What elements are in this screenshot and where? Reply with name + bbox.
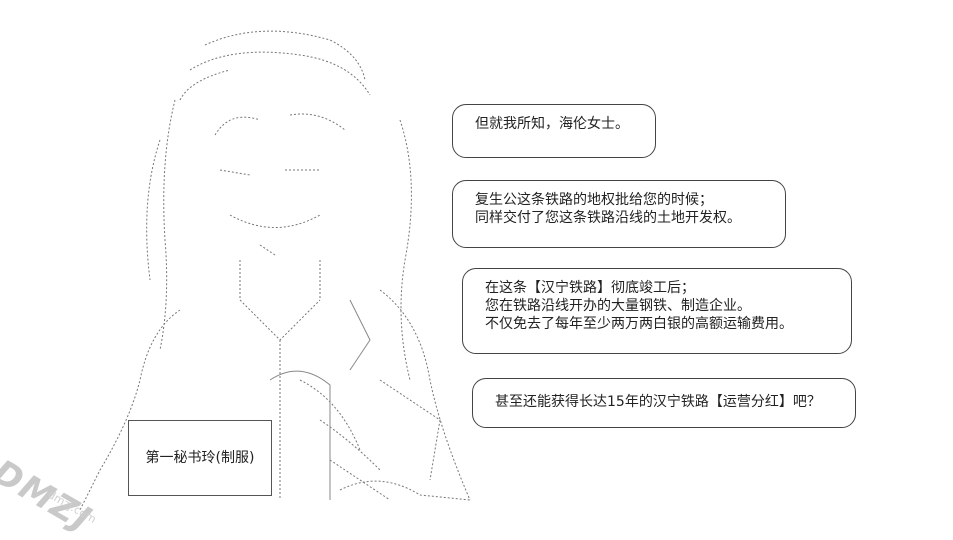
bubble-3-line-2: 您在铁路沿线开办的大量钢铁、制造企业。 — [485, 298, 751, 314]
bubble-4-line-1: 甚至还能获得长达15年的汉宁铁路【运营分红】吧？ — [495, 394, 821, 410]
bubble-2-line-2: 同样交付了您这条铁路沿线的土地开发权。 — [475, 210, 741, 226]
bubble-1-line-1: 但就我所知，海伦女士。 — [475, 116, 629, 132]
bubble-3-line-3: 不仅免去了每年至少两万两白银的高额运输费用。 — [485, 316, 793, 332]
speech-bubble-1: 但就我所知，海伦女士。 — [452, 104, 656, 158]
character-caption-box: 第一秘书玲(制服) — [128, 420, 272, 496]
bubble-3-line-1: 在这条【汉宁铁路】彻底竣工后； — [485, 280, 695, 296]
bubble-2-line-1: 复生公这条铁路的地权批给您的时候； — [475, 192, 713, 208]
speech-bubble-2: 复生公这条铁路的地权批给您的时候； 同样交付了您这条铁路沿线的土地开发权。 — [452, 180, 786, 248]
speech-bubble-4: 甚至还能获得长达15年的汉宁铁路【运营分红】吧？ — [472, 378, 856, 428]
speech-bubble-3: 在这条【汉宁铁路】彻底竣工后； 您在铁路沿线开办的大量钢铁、制造企业。 不仅免去… — [462, 268, 852, 354]
character-caption-label: 第一秘书玲(制服) — [145, 450, 255, 466]
